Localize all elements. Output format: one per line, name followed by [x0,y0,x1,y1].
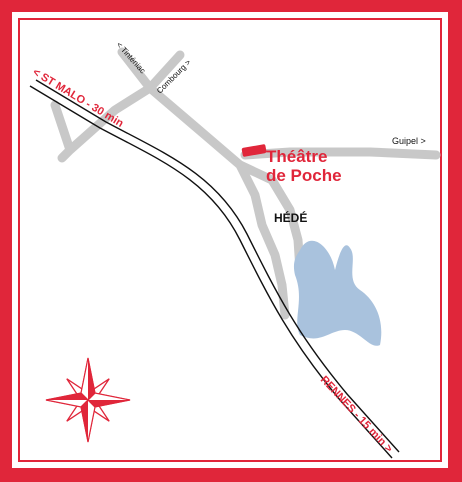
road-to-hede [145,83,290,320]
lake [293,240,382,346]
road-label-rennes: RENNES - 15 min > [318,374,395,455]
road-combourg [145,50,185,93]
road-label-guipel: Guipel > [392,136,426,146]
town-label: HÉDÉ [274,210,307,225]
road-tinteniac [117,47,155,93]
theatre-label-line1: Théâtre [266,147,327,166]
road-label-st-malo: < ST MALO - 30 min [30,66,125,130]
railway-line-a [29,85,393,459]
compass-rose-icon [45,357,131,443]
road-guipel [240,147,441,160]
road-branch-east [235,160,305,275]
theatre-label-line2: de Poche [266,166,342,185]
road-left-loop [50,83,155,163]
railway-line-b [35,79,400,453]
map-inner-border [18,18,442,462]
theatre-marker-icon [241,144,267,157]
